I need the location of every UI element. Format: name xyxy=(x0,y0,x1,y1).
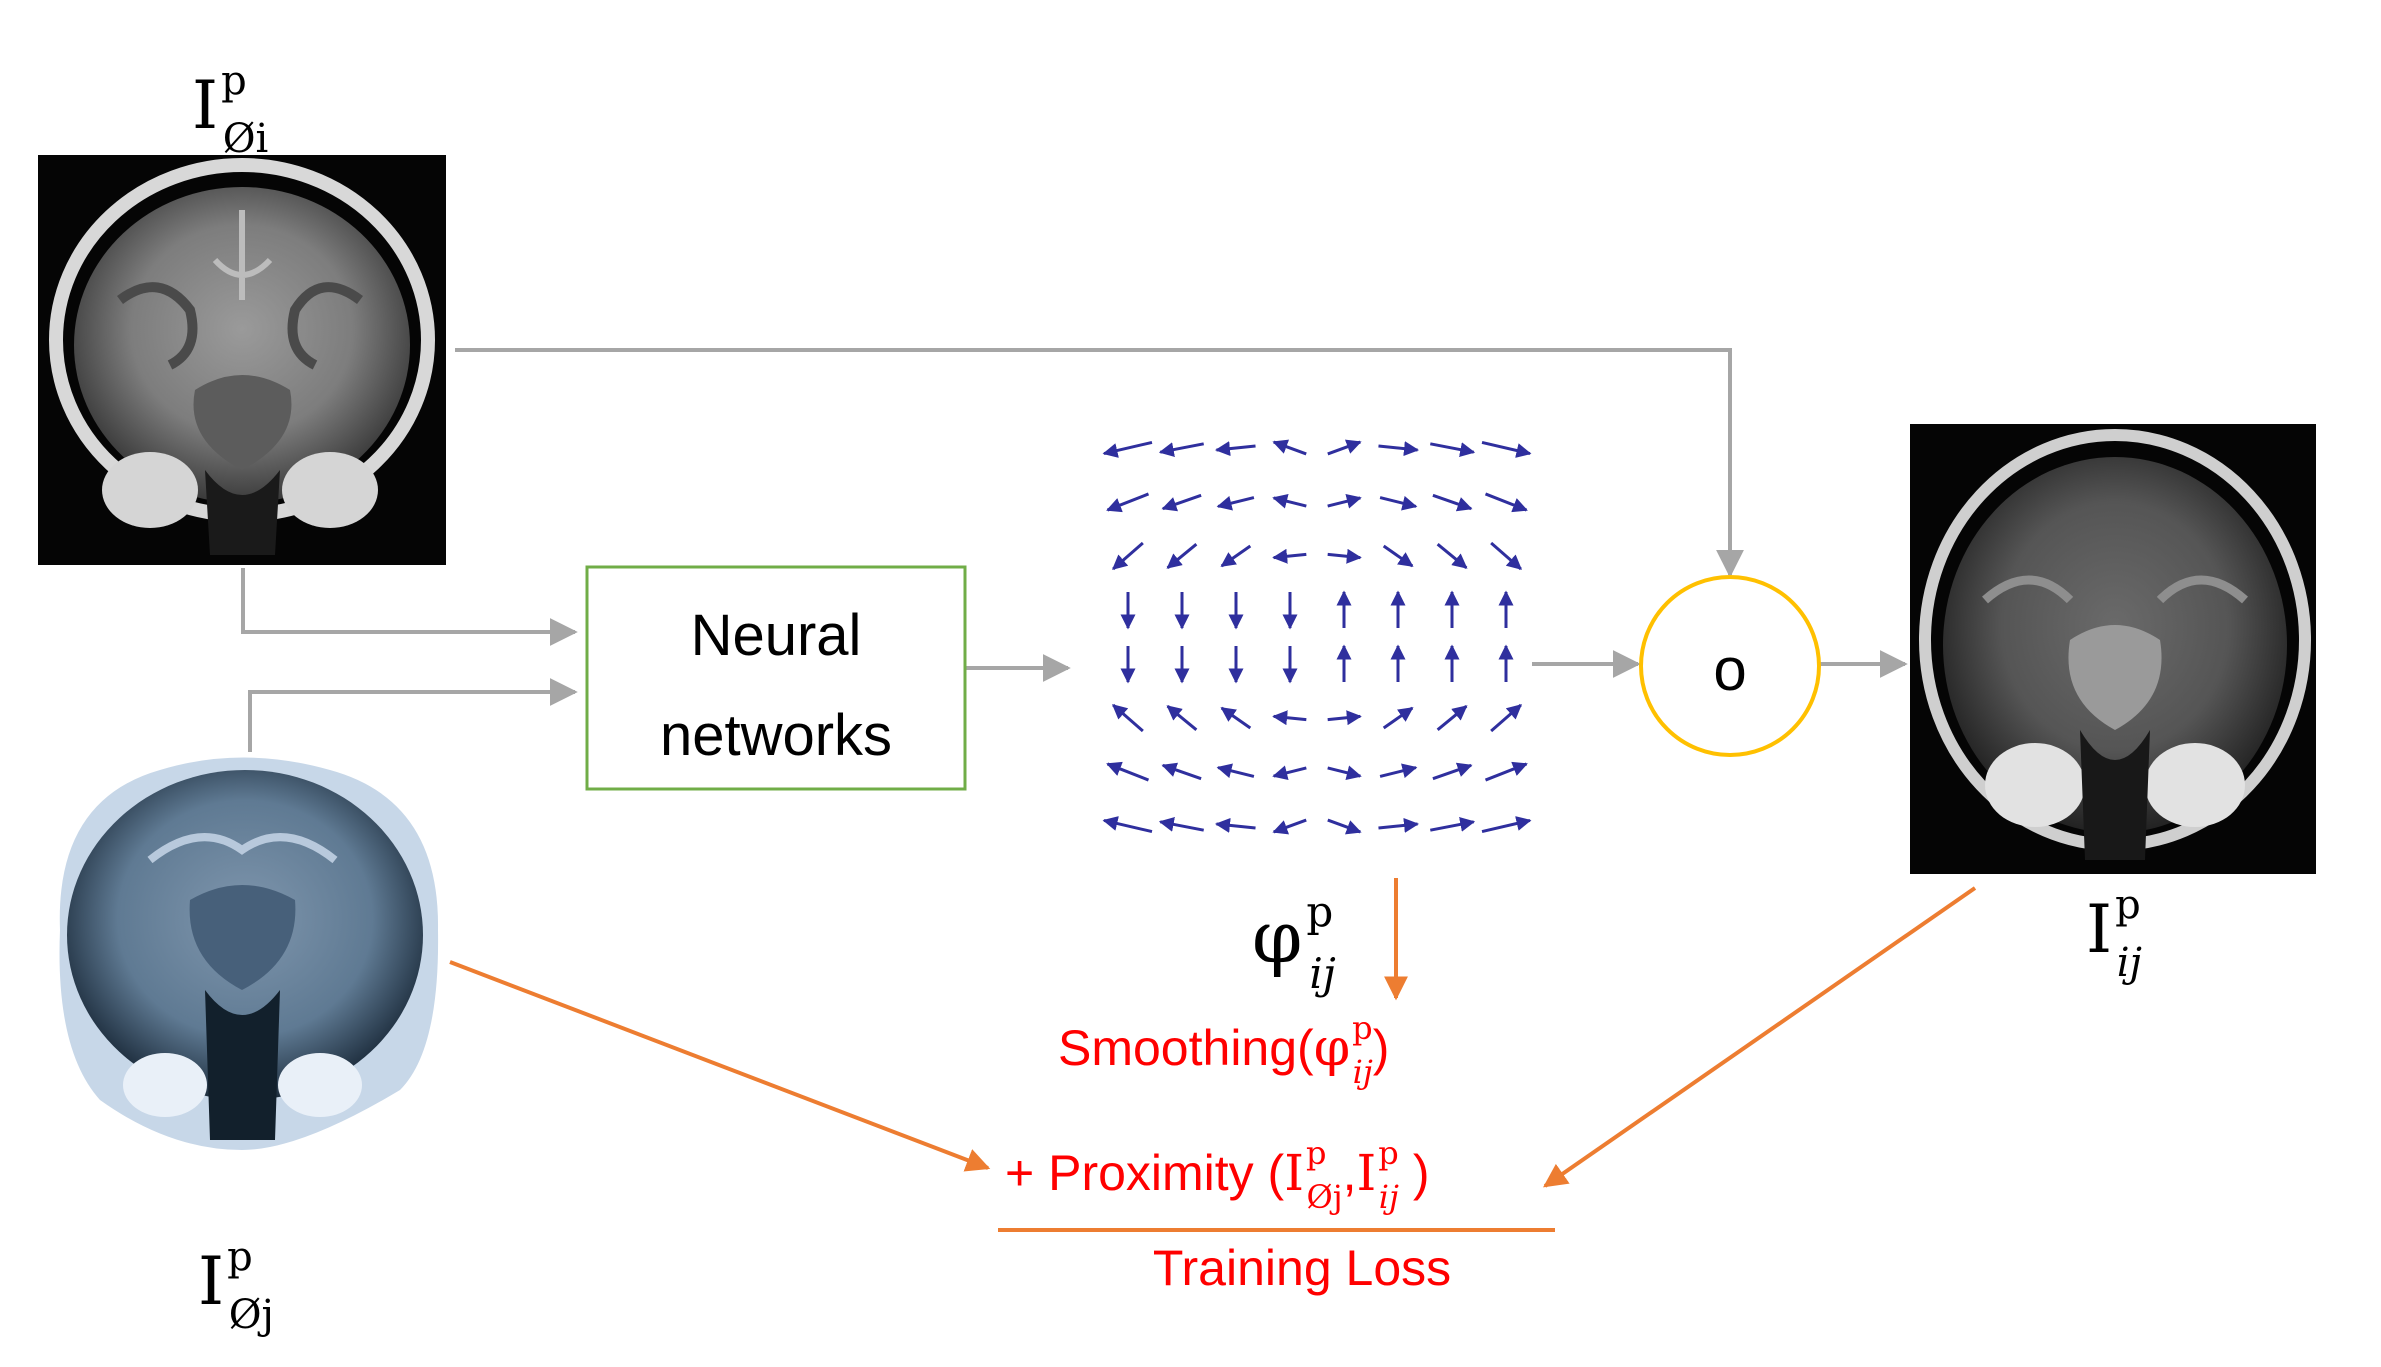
field-vector xyxy=(1378,817,1420,833)
training-loss-label: Training Loss xyxy=(1153,1240,1451,1296)
loss-arrows xyxy=(449,878,1977,1188)
compose-node: o xyxy=(1639,575,1821,757)
field-vector xyxy=(1158,442,1204,457)
field-vector xyxy=(1158,817,1204,832)
field-vector xyxy=(1490,703,1522,733)
field-vector xyxy=(1490,541,1522,571)
field-vector xyxy=(1161,762,1202,781)
neural-network-box: Neural networks xyxy=(585,565,967,791)
arrow-target-to-network xyxy=(248,678,578,752)
network-label-line1: Neural xyxy=(691,603,862,668)
source-brain-image xyxy=(38,155,446,565)
field-vector xyxy=(1327,548,1362,564)
target-brain-image xyxy=(38,755,446,1155)
arrow-source-to-compose xyxy=(455,348,1744,578)
field-vector xyxy=(1432,762,1473,781)
field-vector xyxy=(1216,495,1255,511)
deformation-field xyxy=(1102,439,1532,835)
field-vector xyxy=(1272,710,1307,726)
field-vector xyxy=(1106,492,1150,513)
field-vector xyxy=(1432,493,1473,512)
field-vector xyxy=(1379,495,1418,511)
compose-symbol: o xyxy=(1713,636,1746,703)
field-vector xyxy=(1484,492,1528,513)
field-vector xyxy=(1379,763,1418,779)
field-vector xyxy=(1272,818,1307,835)
field-vector xyxy=(1436,705,1468,731)
field-vector xyxy=(1102,816,1153,834)
field-vector xyxy=(1484,761,1528,782)
field-vector xyxy=(1112,541,1144,571)
field-vector xyxy=(1112,703,1144,733)
network-label-line2: networks xyxy=(660,703,892,768)
field-vector xyxy=(1327,493,1362,509)
field-vector xyxy=(1272,493,1307,509)
arrow-warped-to-proximity xyxy=(1543,886,1977,1188)
arrow-target-to-proximity xyxy=(449,960,991,1172)
arrow-source-to-network xyxy=(241,568,578,646)
field-vector xyxy=(1214,441,1256,457)
field-vector xyxy=(1327,818,1362,835)
field-vector xyxy=(1272,765,1307,781)
warped-brain-image xyxy=(1910,424,2316,874)
field-vector xyxy=(1102,440,1153,458)
field-vector xyxy=(1430,817,1476,832)
field-vector xyxy=(1430,442,1476,457)
field-vector xyxy=(1327,439,1362,456)
field-vector xyxy=(1272,548,1307,564)
field-vector xyxy=(1378,441,1420,457)
field-vector xyxy=(1216,763,1255,779)
field-vector xyxy=(1161,493,1202,512)
field-vector xyxy=(1220,544,1252,568)
field-vector xyxy=(1436,543,1468,569)
field-vector xyxy=(1166,705,1198,731)
field-vector xyxy=(1327,710,1362,726)
field-vector xyxy=(1220,706,1252,730)
field-vector xyxy=(1327,765,1362,781)
field-vector xyxy=(1382,706,1414,730)
field-vector xyxy=(1382,544,1414,568)
field-vector xyxy=(1481,440,1532,458)
field-vector xyxy=(1214,817,1256,833)
flow-arrows xyxy=(241,348,1908,752)
field-vector xyxy=(1272,439,1307,456)
field-vector xyxy=(1106,761,1150,782)
field-vector xyxy=(1166,543,1198,569)
field-vector xyxy=(1481,816,1532,834)
